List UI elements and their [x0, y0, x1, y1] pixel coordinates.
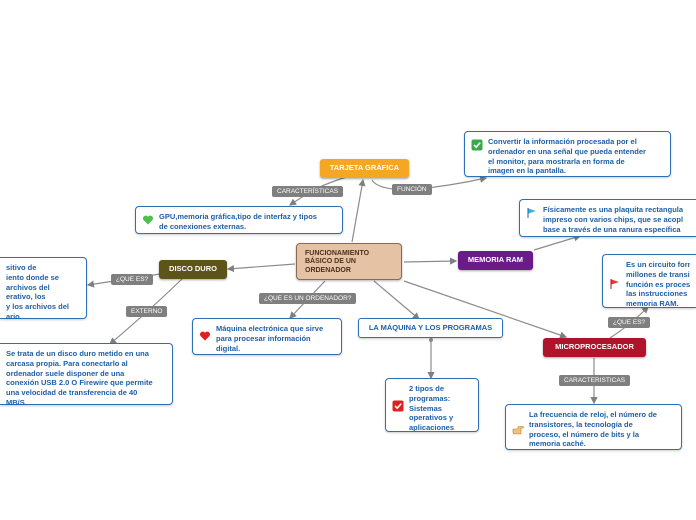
label-que-es-micro: ¿QUE ES? [608, 317, 651, 328]
green-heart-icon [142, 215, 154, 225]
topic-memoria-ram[interactable]: MEMORIA RAM [458, 251, 533, 270]
label-externo: EXTERNO [126, 306, 168, 317]
link-central-maquina [373, 280, 420, 320]
note-disco-externo[interactable]: Se trata de un disco duro metido en una … [0, 343, 173, 407]
label-que-es-ordenador: ¿QUE ES UN ORDENADOR? [259, 293, 357, 304]
topic-disco-duro[interactable]: DISCO DURO [159, 260, 227, 279]
note-maquina-definicion[interactable]: Máquina electrónica que sirve para proce… [192, 318, 342, 355]
central-topic-line-2: BÁSICO DE UN [305, 258, 356, 266]
note-microprocesador-caracteristicas-text: La frecuencia de reloj, el número de tra… [529, 410, 657, 449]
topic-microprocesador-label: MICROPROCESADOR [555, 342, 634, 352]
note-disco-que-es-text: sitivo de iento donde se archivos del er… [6, 263, 69, 321]
topic-memoria-ram-label: MEMORIA RAM [467, 255, 524, 265]
note-ram-text: Físicamente es una plaquita rectangula i… [543, 205, 684, 234]
topic-microprocesador[interactable]: MICROPROCESADOR [543, 338, 646, 357]
red-check-square-icon [392, 400, 404, 412]
topic-maquina-programas[interactable]: LA MÁQUINA Y LOS PROGRAMAS [358, 318, 503, 338]
label-funcion: FUNCIÓN [392, 184, 432, 195]
note-gpu-text: GPU,memoria gráfica,tipo de interfaz y t… [159, 212, 317, 231]
topic-tarjeta-grafica[interactable]: TARJETA GRÁFICA [320, 159, 409, 178]
note-funcion-text: Convertir la información procesada por e… [488, 137, 646, 176]
red-flag-icon [610, 279, 619, 289]
label-caracteristicas-tarjeta: CARACTERÍSTICAS [272, 186, 344, 197]
link-central-disco [226, 263, 296, 273]
note-ram[interactable]: Físicamente es una plaquita rectangula i… [519, 199, 696, 237]
link-ram-note [533, 234, 582, 251]
central-topic[interactable]: FUNCIONAMIENTO BÁSICO DE UN ORDENADOR [296, 243, 402, 280]
note-gpu[interactable]: GPU,memoria gráfica,tipo de interfaz y t… [135, 206, 343, 234]
note-funcion[interactable]: Convertir la información procesada por e… [464, 131, 671, 177]
note-programas-text: 2 tipos de programas: Sistemas operativo… [409, 384, 455, 432]
note-microprocesador-que-es-text: Es un circuito form millones de transi f… [626, 260, 690, 308]
pointing-hand-icon [512, 426, 524, 435]
topic-maquina-programas-label: LA MÁQUINA Y LOS PROGRAMAS [368, 322, 493, 332]
check-square-icon [471, 139, 483, 151]
link-central-ram [403, 257, 458, 265]
red-heart-icon [199, 331, 211, 341]
note-maquina-definicion-text: Máquina electrónica que sirve para proce… [216, 324, 324, 353]
note-disco-que-es[interactable]: sitivo de iento donde se archivos del er… [0, 257, 87, 321]
blue-flag-icon [527, 208, 536, 218]
note-microprocesador-que-es[interactable]: Es un circuito form millones de transi f… [602, 254, 696, 308]
note-microprocesador-caracteristicas[interactable]: La frecuencia de reloj, el número de tra… [505, 404, 682, 450]
note-disco-externo-text: Se trata de un disco duro metido en una … [6, 349, 153, 407]
topic-disco-duro-label: DISCO DURO [169, 264, 217, 274]
label-que-es-disco: ¿QUE ES? [111, 274, 154, 285]
central-topic-line-3: ORDENADOR [305, 266, 351, 274]
link-central-tarjeta [351, 178, 366, 243]
label-caracteristicas-micro: CARACTERISTICAS [559, 375, 631, 386]
link-central-micro [403, 280, 568, 339]
topic-tarjeta-grafica-label: TARJETA GRÁFICA [329, 163, 400, 173]
central-topic-line-1: FUNCIONAMIENTO [305, 250, 370, 257]
note-programas[interactable]: 2 tipos de programas: Sistemas operativo… [385, 378, 479, 432]
